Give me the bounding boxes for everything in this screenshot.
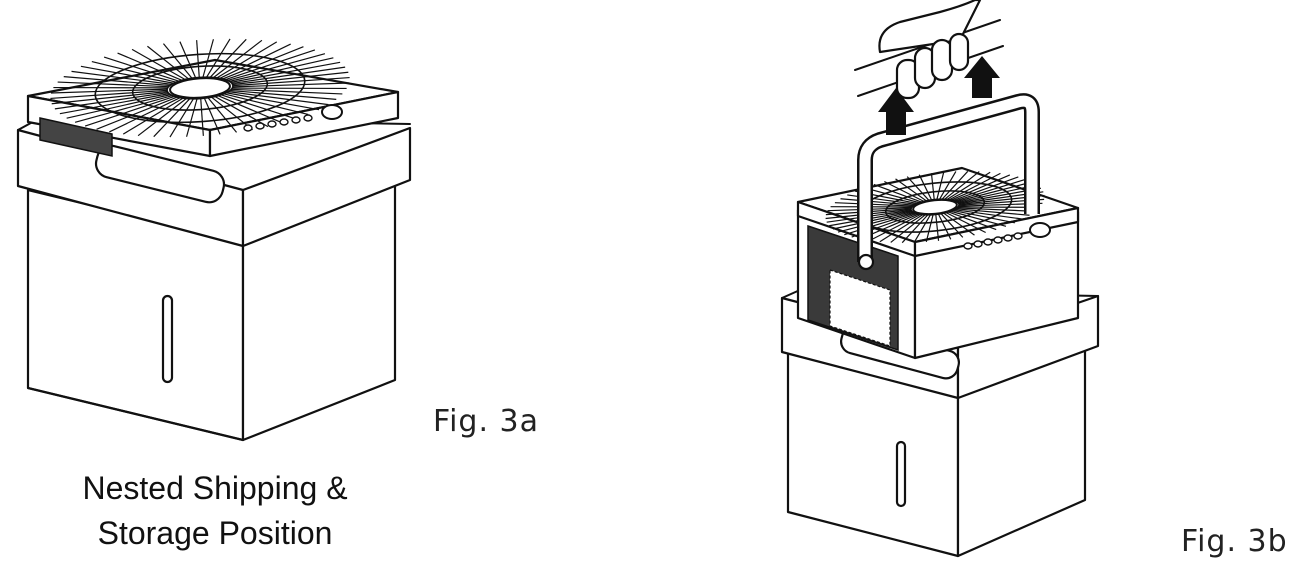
- figure-3b: Fig. 3b: [700, 0, 1295, 581]
- arrow-up-icon: [878, 88, 914, 135]
- caption-line-1: Nested Shipping &: [82, 470, 348, 506]
- dehumidifier-nested-illustration: [16, 38, 412, 442]
- dehumidifier-lifting-illustration: [780, 0, 1100, 558]
- figure-caption: Nested Shipping & Storage Position: [30, 466, 400, 556]
- water-level-window: [161, 294, 174, 384]
- control-buttons-icon: [243, 104, 343, 132]
- fan-grille-icon: [50, 38, 350, 138]
- rim-handle-recess: [94, 144, 226, 204]
- caption-line-2: Storage Position: [97, 515, 333, 551]
- hand-icon: [854, 0, 1004, 100]
- figure-3a: Fig. 3a Nested Shipping & Storage Positi…: [0, 0, 560, 581]
- filter-mesh: [39, 117, 113, 157]
- arrow-up-icon: [964, 56, 1000, 98]
- bucket-rim-side: [241, 126, 412, 248]
- figure-label: Fig. 3a: [433, 404, 539, 439]
- figure-label: Fig. 3b: [1181, 524, 1288, 559]
- water-level-window: [895, 440, 907, 508]
- control-buttons-icon: [963, 222, 1051, 250]
